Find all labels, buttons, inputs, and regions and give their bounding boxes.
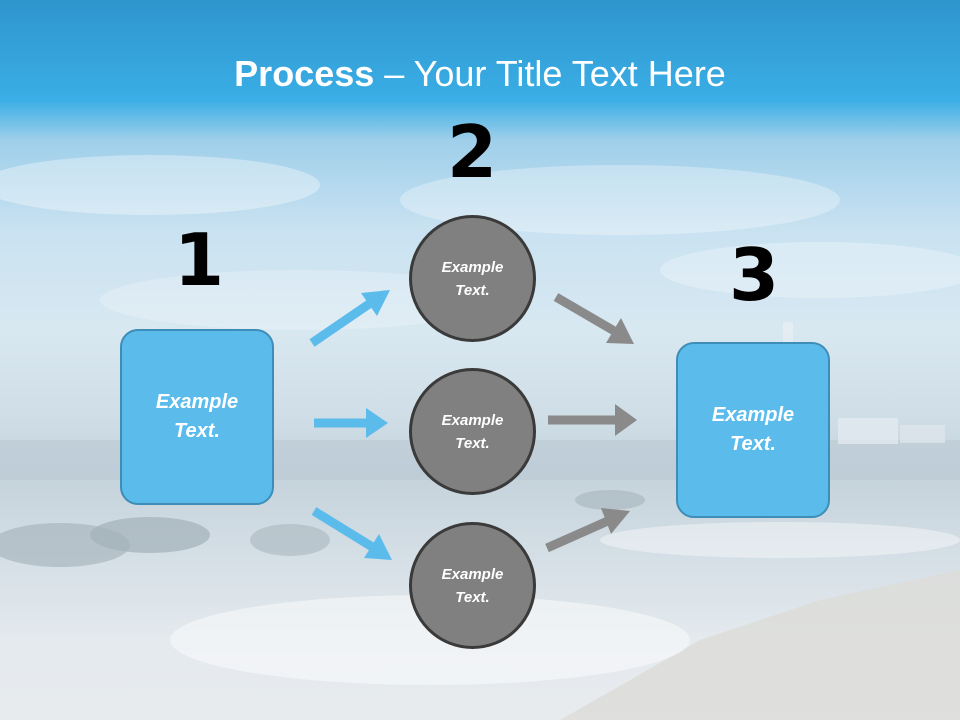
middle-circle-center: Example Text. — [409, 368, 536, 495]
step-1-text: Example Text. — [155, 391, 239, 442]
middle-circle-center-text: Example Text. — [441, 411, 504, 452]
arrow-gray-down — [553, 293, 634, 344]
step-number-2: 2 — [446, 110, 498, 194]
step-number-3: 3 — [728, 233, 780, 317]
middle-circle-top-text: Example Text. — [441, 258, 504, 299]
step-3-box: Example Text. — [676, 342, 830, 518]
step-3-text: Example Text. — [711, 404, 795, 455]
title-rest: – Your Title Text Here — [374, 53, 726, 94]
arrow-blue-right — [314, 408, 388, 438]
arrow-blue-up — [309, 290, 390, 347]
arrow-blue-down — [311, 507, 392, 560]
step-number-1: 1 — [173, 218, 225, 302]
middle-circle-top: Example Text. — [409, 215, 536, 342]
middle-circle-bottom: Example Text. — [409, 522, 536, 649]
arrow-gray-right — [548, 404, 637, 436]
step-1-box: Example Text. — [120, 329, 274, 505]
arrow-gray-up — [545, 508, 630, 553]
title-bold: Process — [234, 53, 375, 94]
slide-title: Process – Your Title Text Here — [0, 52, 960, 96]
middle-circle-bottom-text: Example Text. — [441, 565, 504, 606]
